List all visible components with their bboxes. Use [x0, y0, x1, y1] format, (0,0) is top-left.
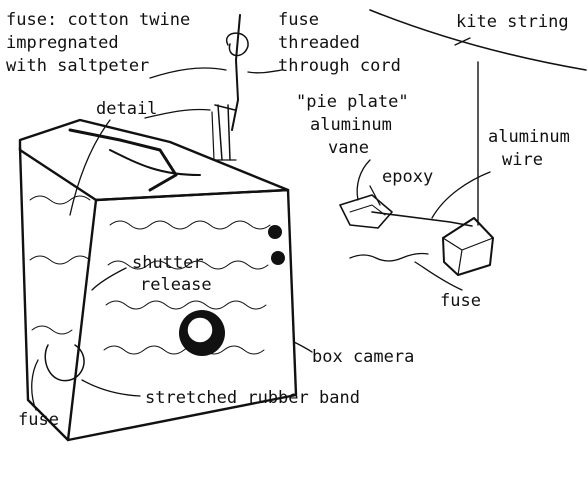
kite-string-line [369, 9, 587, 71]
box-camera-pointer [293, 341, 313, 353]
fuse-threaded-pointer [247, 69, 283, 74]
svg-text:"pie plate": "pie plate" [296, 92, 409, 112]
epoxy-pointer [369, 185, 381, 206]
fuse-description-label: fuse: cotton twine impregnated with salt… [6, 10, 190, 76]
svg-text:through cord: through cord [278, 56, 401, 76]
svg-text:shutter: shutter [132, 253, 204, 273]
svg-text:with saltpeter: with saltpeter [6, 56, 149, 76]
kite-string-pointer [454, 37, 471, 46]
svg-text:threaded: threaded [278, 33, 360, 53]
fuse-right-pointer [414, 261, 463, 291]
rubber-band-label: stretched rubber band [145, 388, 360, 408]
detail-label: detail [96, 99, 157, 119]
box-camera-drawing [18, 118, 298, 442]
svg-text:fuse: cotton twine: fuse: cotton twine [6, 10, 190, 30]
viewfinder-icon [268, 225, 285, 265]
svg-text:wire: wire [502, 150, 543, 170]
camera-lens [179, 310, 225, 356]
small-camera-drawing [349, 217, 494, 276]
fuse-right-label: fuse [440, 291, 481, 311]
fuse-detail-drawing [211, 14, 249, 161]
kite-string-label: kite string [456, 12, 569, 32]
aluminum-wire-label: aluminum wire [488, 127, 570, 170]
fuse-left-pointer [31, 359, 39, 411]
vane-drawing [339, 194, 393, 229]
svg-text:aluminum: aluminum [488, 127, 570, 147]
rubber-band-pointer [81, 379, 141, 397]
aluminum-wire-line [371, 61, 479, 227]
svg-text:release: release [140, 275, 212, 295]
svg-text:fuse: fuse [278, 10, 319, 30]
detail-pointer [69, 119, 111, 216]
rubber-band-drawing [44, 344, 85, 382]
svg-text:aluminum: aluminum [310, 115, 392, 135]
epoxy-label: epoxy [382, 167, 433, 187]
shutter-release-label: shutter release [132, 253, 212, 295]
fuse-desc-pointer [149, 67, 227, 79]
box-camera-label: box camera [312, 347, 414, 367]
vane-pointer [356, 159, 371, 201]
detail-pointer-2 [144, 108, 211, 119]
fuse-threaded-label: fuse threaded through cord [278, 10, 401, 76]
pie-plate-vane-label: "pie plate" aluminum vane [296, 92, 409, 158]
fuse-left-label: fuse [18, 410, 59, 430]
svg-text:vane: vane [328, 138, 369, 158]
aluminum-wire-pointer [431, 171, 491, 219]
shutter-pointer [91, 267, 127, 291]
svg-text:impregnated: impregnated [6, 33, 119, 53]
